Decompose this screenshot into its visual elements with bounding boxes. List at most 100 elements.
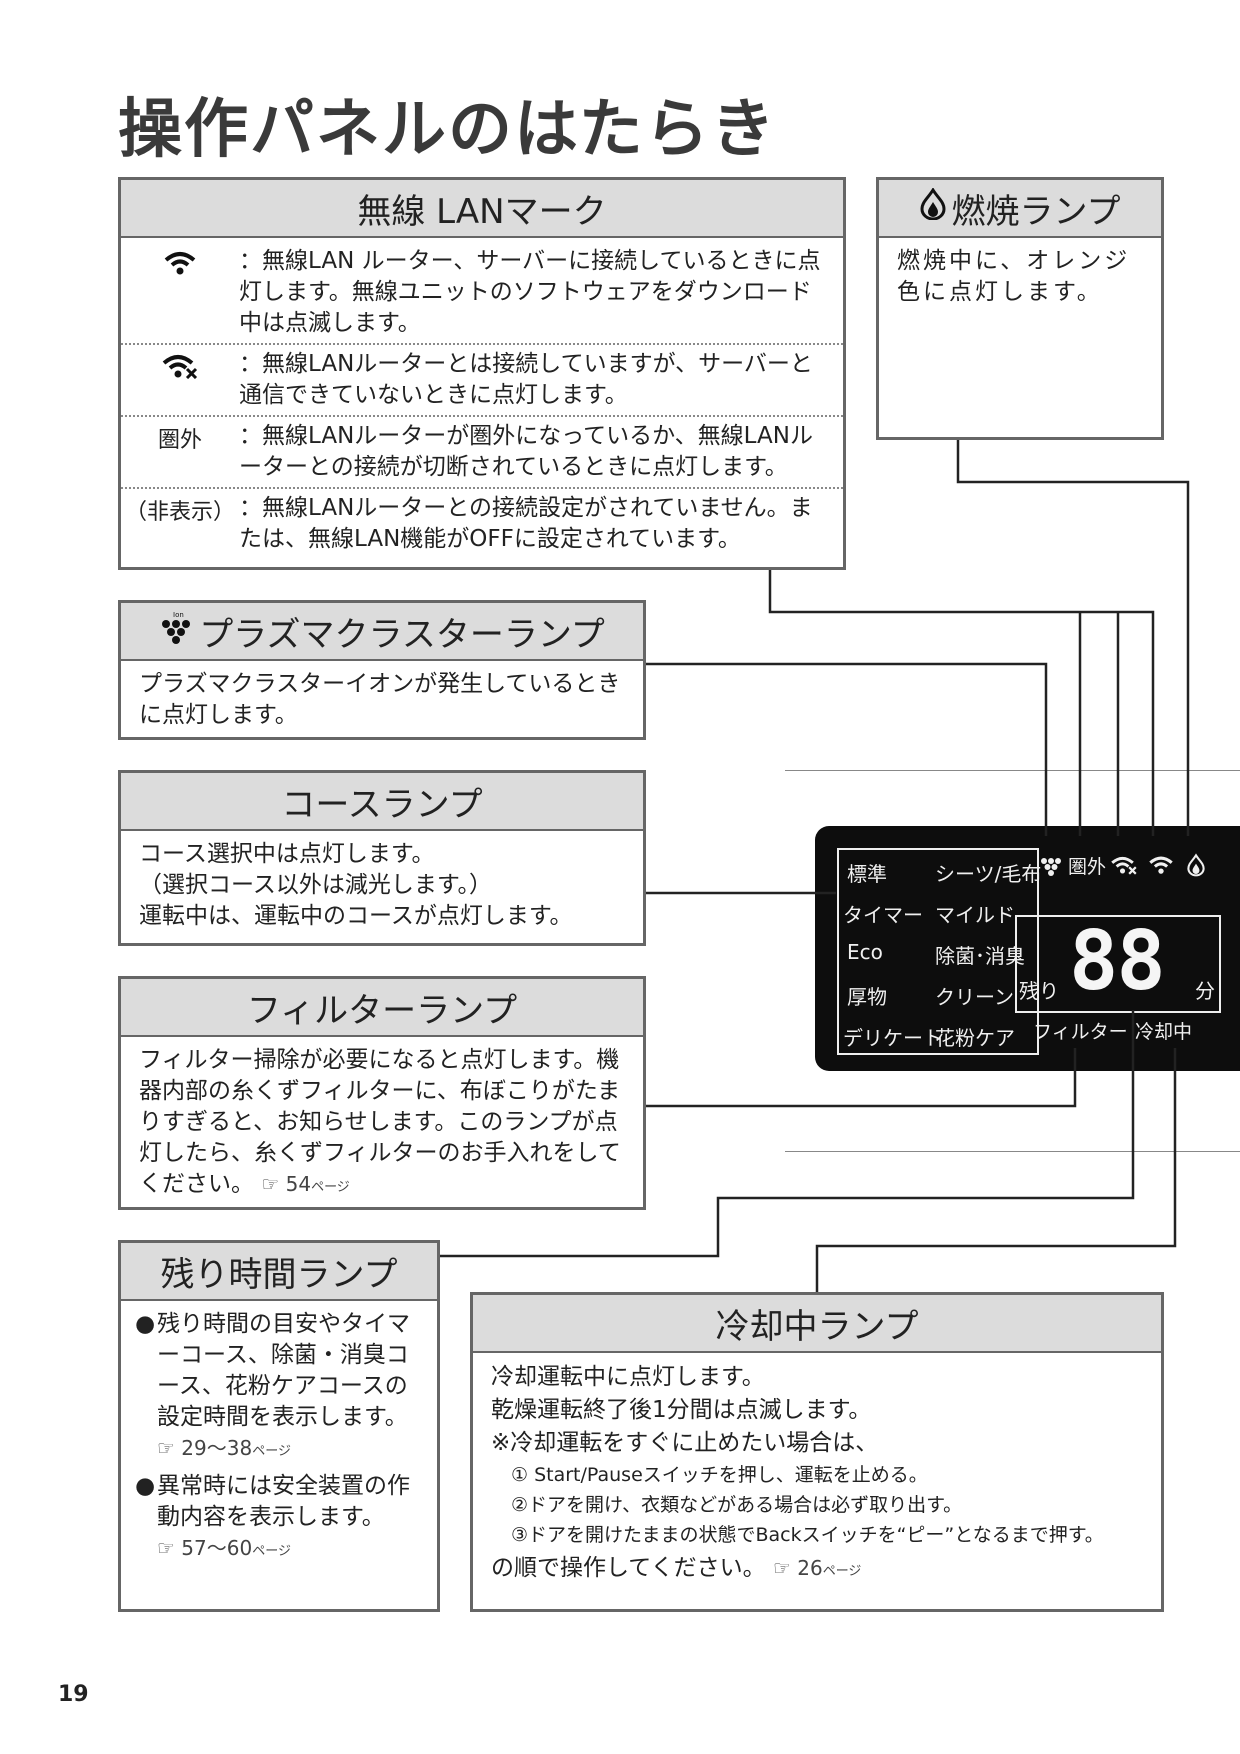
ref-page-number: 29～38 xyxy=(181,1436,253,1460)
wifi-x-icon xyxy=(161,353,199,388)
remaining-header: 残り時間ランプ xyxy=(121,1243,437,1301)
filter-header: フィルターランプ xyxy=(121,979,643,1037)
course-pollen-care: 花粉ケア xyxy=(935,1026,1015,1050)
cooling-line: 冷却運転中に点灯します。 xyxy=(491,1364,765,1390)
cooling-page-ref[interactable]: ☞ 26ページ xyxy=(773,1556,862,1580)
course-line: コース選択中は点灯します。 xyxy=(139,841,435,867)
wireless-row-out-of-range: 圏外 ：無線LANルーターが圏外になっているか、無線LANルーターとの接続が切断… xyxy=(121,415,843,487)
course-body: コース選択中は点灯します。 （選択コース以外は減光します。） 運転中は、運転中の… xyxy=(121,831,643,940)
filter-text: フィルター掃除が必要になると点灯します。機器内部の糸くずフィルターに、布ぼこりが… xyxy=(139,1047,621,1197)
panel-guide-line-bottom xyxy=(785,1151,1240,1152)
course-sanitize: 除菌･消臭 xyxy=(935,944,1025,968)
cooling-line: 乾燥運転終了後1分間は点滅します。 xyxy=(491,1397,872,1423)
plasmacluster-title: プラズマクラスターランプ xyxy=(199,614,605,655)
remaining-page-ref[interactable]: ☞ 29～38ページ xyxy=(157,1433,423,1467)
filter-lamp-box: フィルターランプ フィルター掃除が必要になると点灯します。機器内部の糸くずフィル… xyxy=(118,976,646,1210)
remaining-label: 残り xyxy=(1019,979,1059,1003)
control-panel-display: 標準 シーツ/毛布 タイマー マイルド Eco 除菌･消臭 厚物 クリーン デリ… xyxy=(815,826,1240,1071)
combustion-text: 燃焼中に、オレンジ色に点灯します。 xyxy=(897,248,1131,305)
leader-line-wireless xyxy=(768,570,1155,836)
plasmacluster-icon-label: Ion xyxy=(173,611,184,619)
plasmacluster-icon: Ion xyxy=(159,609,193,654)
cooling-step: ① Start/Pauseスイッチを押し、運転を止める。 xyxy=(511,1464,928,1486)
wireless-row-text: ：無線LAN ルーター、サーバーに接続しているときに点灯します。無線ユニットのソ… xyxy=(239,248,821,336)
remaining-bullet-text: 異常時には安全装置の作動内容を表示します。 xyxy=(157,1473,410,1530)
combustion-header: 燃焼ランプ xyxy=(879,180,1161,238)
cooling-title: 冷却中ランプ xyxy=(715,1306,919,1347)
flame-icon xyxy=(919,186,946,229)
combustion-lamp-box: 燃焼ランプ 燃焼中に、オレンジ色に点灯します。 xyxy=(876,177,1164,440)
minute-label: 分 xyxy=(1195,979,1215,1003)
filter-page-ref[interactable]: ☞ 54ページ xyxy=(261,1172,350,1196)
filter-indicator: フィルター xyxy=(1033,1021,1128,1043)
remaining-bullet-text: 残り時間の目安やタイマーコース、除菌・消臭コース、花粉ケアコースの設定時間を表示… xyxy=(157,1311,410,1430)
remaining-bullet: ● 残り時間の目安やタイマーコース、除菌・消臭コース、花粉ケアコースの設定時間を… xyxy=(135,1309,423,1467)
course-mild: マイルド xyxy=(935,903,1015,927)
page-title: 操作パネルのはたらき xyxy=(118,93,777,167)
wireless-row-connected: ：無線LAN ルーター、サーバーに接続しているときに点灯します。無線ユニットのソ… xyxy=(121,242,843,343)
course-heavy: 厚物 xyxy=(847,985,887,1009)
course-selection-grid: 標準 シーツ/毛布 タイマー マイルド Eco 除菌･消臭 厚物 クリーン デリ… xyxy=(837,848,1041,1055)
remaining-time-display: 残り 88 分 xyxy=(1015,915,1221,1013)
cooling-header: 冷却中ランプ xyxy=(473,1295,1161,1353)
course-title: コースランプ xyxy=(281,784,483,825)
wireless-lan-title: 無線 LANマーク xyxy=(357,191,607,232)
cooling-indicator: 冷却中 xyxy=(1135,1021,1193,1043)
wifi-icon xyxy=(163,250,197,285)
pointing-hand-icon: ☞ xyxy=(261,1172,280,1196)
leader-line-plasmacluster xyxy=(646,662,1048,836)
wifi-indicator-icon xyxy=(1148,854,1174,880)
filter-body: フィルター掃除が必要になると点灯します。機器内部の糸くずフィルターに、布ぼこりが… xyxy=(121,1037,643,1211)
ref-page-suffix: ページ xyxy=(252,1544,291,1559)
ref-page-number: 57～60 xyxy=(181,1536,253,1560)
course-clean: クリーン xyxy=(935,985,1014,1009)
filter-title: フィルターランプ xyxy=(246,990,518,1031)
cooling-step: ②ドアを開け、衣類などがある場合は必ず取り出す。 xyxy=(511,1494,963,1516)
ref-page-number: 26 xyxy=(797,1556,823,1580)
ref-page-suffix: ページ xyxy=(311,1180,350,1195)
cooling-line: ※冷却運転をすぐに止めたい場合は、 xyxy=(491,1430,879,1456)
wireless-row-hidden: （非表示） ：無線LANルーターとの接続設定がされていません。または、無線LAN… xyxy=(121,487,843,559)
panel-guide-line-top xyxy=(785,770,1240,771)
wireless-row-symbol: （非表示） xyxy=(124,500,235,525)
leader-line-combustion xyxy=(956,440,1190,836)
bullet-icon: ● xyxy=(135,1473,156,1499)
course-timer: タイマー xyxy=(843,903,923,927)
course-line: 運転中は、運転中のコースが点灯します。 xyxy=(139,903,573,929)
plasmacluster-lamp-box: Ion プラズマクラスターランプ プラズマクラスターイオンが発生しているときに点… xyxy=(118,600,646,740)
remaining-page-ref[interactable]: ☞ 57～60ページ xyxy=(157,1533,423,1567)
leader-line-cooling xyxy=(815,1048,1177,1292)
out-of-range-indicator: 圏外 xyxy=(1068,856,1107,878)
wireless-lan-header: 無線 LANマーク xyxy=(121,180,843,238)
pointing-hand-icon: ☞ xyxy=(157,1436,175,1460)
cooling-lamp-box: 冷却中ランプ 冷却運転中に点灯します。 乾燥運転終了後1分間は点滅します。 ※冷… xyxy=(470,1292,1164,1612)
ref-page-suffix: ページ xyxy=(252,1444,291,1459)
wireless-row-text: ：無線LANルーターとの接続設定がされていません。または、無線LAN機能がOFF… xyxy=(239,495,813,552)
ref-page-number: 54 xyxy=(285,1172,312,1196)
remaining-time-lamp-box: 残り時間ランプ ● 残り時間の目安やタイマーコース、除菌・消臭コース、花粉ケアコ… xyxy=(118,1240,440,1612)
cooling-closing: の順で操作してください。 xyxy=(491,1555,766,1581)
wifi-x-indicator-icon xyxy=(1110,854,1138,880)
remaining-bullet: ● 異常時には安全装置の作動内容を表示します。 ☞ 57～60ページ xyxy=(135,1471,423,1567)
page-number: 19 xyxy=(58,1682,89,1707)
wireless-row-text: ：無線LANルーターとは接続していますが、サーバーと通信できていないときに点灯し… xyxy=(239,351,813,408)
course-header: コースランプ xyxy=(121,773,643,831)
wireless-lan-box: 無線 LANマーク ：無線LAN ルーター、サーバーに接続しているときに点灯しま… xyxy=(118,177,846,570)
cooling-closing-line: の順で操作してください。 ☞ 26ページ xyxy=(491,1552,1143,1588)
ref-page-suffix: ページ xyxy=(822,1564,862,1579)
cooling-body: 冷却運転中に点灯します。 乾燥運転終了後1分間は点滅します。 ※冷却運転をすぐに… xyxy=(473,1353,1161,1596)
course-line: （選択コース以外は減光します。） xyxy=(139,872,493,898)
flame-indicator-icon xyxy=(1187,853,1205,881)
course-lamp-box: コースランプ コース選択中は点灯します。 （選択コース以外は減光します。） 運転… xyxy=(118,770,646,946)
remaining-body: ● 残り時間の目安やタイマーコース、除菌・消臭コース、花粉ケアコースの設定時間を… xyxy=(121,1301,437,1575)
wireless-row-text: ：無線LANルーターが圏外になっているか、無線LANルーターとの接続が切断されて… xyxy=(239,423,813,480)
combustion-title: 燃焼ランプ xyxy=(951,191,1121,232)
plasmacluster-header: Ion プラズマクラスターランプ xyxy=(121,603,643,661)
wireless-row-symbol: 圏外 xyxy=(157,428,202,453)
course-delicate: デリケート xyxy=(843,1026,943,1050)
bullet-icon: ● xyxy=(135,1311,156,1337)
remaining-time-digits: 88 xyxy=(1069,914,1166,1009)
remaining-title: 残り時間ランプ xyxy=(160,1254,398,1295)
pointing-hand-icon: ☞ xyxy=(772,1556,791,1580)
plasmacluster-indicator-icon xyxy=(1040,854,1062,880)
